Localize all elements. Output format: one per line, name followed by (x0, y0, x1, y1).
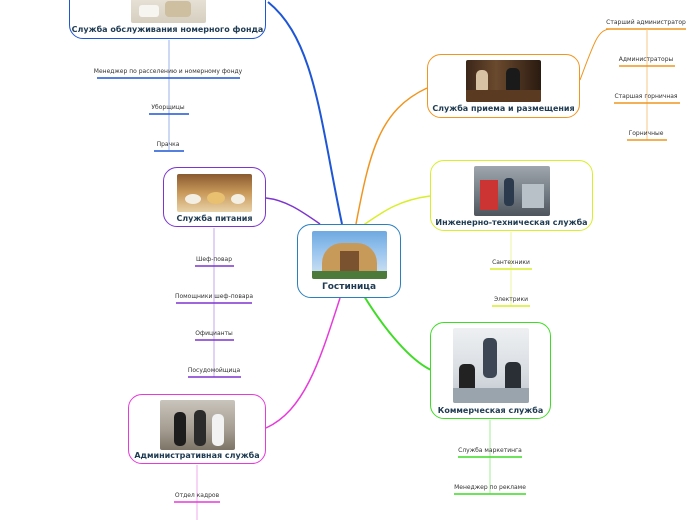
node-label: Коммерческая служба (437, 406, 544, 415)
leaf-chef[interactable]: Шеф-повар (195, 256, 233, 263)
leaf-senior-maid[interactable]: Старшая горничная (614, 93, 678, 100)
node-label: Служба питания (176, 214, 253, 223)
branch-food (265, 197, 321, 225)
leaf-senior-administrator[interactable]: Старший администратор (606, 19, 686, 26)
node-room-service[interactable]: Служба обслуживания номерного фонда (69, 0, 266, 39)
branch-reception (355, 87, 428, 225)
bed-linen-photo (131, 0, 206, 23)
leaf-administrators[interactable]: Администраторы (618, 56, 674, 63)
leaf-hr-department[interactable]: Отдел кадров (174, 492, 220, 499)
branch-engineering (361, 195, 431, 227)
node-hotel-center[interactable]: Гостиница (297, 224, 401, 298)
leaf-marketing[interactable]: Служба маркетинга (458, 447, 522, 454)
office-staff-photo (160, 400, 235, 450)
leaf-room-manager[interactable]: Менеджер по расселению и номерному фонду (93, 68, 243, 75)
node-engineering[interactable]: Инженерно-техническая служба (430, 160, 593, 231)
reception-desk-photo (466, 60, 541, 102)
leaf-electricians[interactable]: Электрики (493, 296, 529, 303)
leaf-maids[interactable]: Горничные (628, 130, 664, 137)
node-reception[interactable]: Служба приема и размещения (427, 54, 580, 118)
center-label: Гостиница (321, 282, 377, 292)
leaf-sous-chefs[interactable]: Помощники шеф-повара (174, 293, 254, 300)
node-label: Инженерно-техническая служба (435, 218, 588, 227)
branch-admin (265, 297, 341, 429)
branch-commercial (363, 295, 432, 371)
node-administrative[interactable]: Административная служба (128, 394, 266, 464)
hotel-building-photo (312, 231, 387, 279)
food-table-photo (177, 174, 252, 212)
node-label: Служба приема и размещения (432, 104, 575, 113)
engineering-workshop-photo (474, 166, 550, 216)
node-label: Административная служба (134, 451, 260, 460)
node-label: Служба обслуживания номерного фонда (71, 25, 264, 34)
leaf-plumbers[interactable]: Сантехники (492, 259, 530, 266)
leaf-dishwasher[interactable]: Посудомойщица (187, 367, 241, 374)
leaf-cleaners[interactable]: Уборщицы (151, 104, 185, 111)
business-meeting-photo (453, 328, 529, 403)
leaf-laundress[interactable]: Прачка (156, 141, 180, 148)
node-commercial[interactable]: Коммерческая служба (430, 322, 551, 419)
leaf-ad-manager[interactable]: Менеджер по рекламе (454, 484, 526, 491)
leaf-waiters[interactable]: Официанты (195, 330, 233, 337)
node-food-service[interactable]: Служба питания (163, 167, 266, 227)
branch-room (267, 1, 343, 225)
